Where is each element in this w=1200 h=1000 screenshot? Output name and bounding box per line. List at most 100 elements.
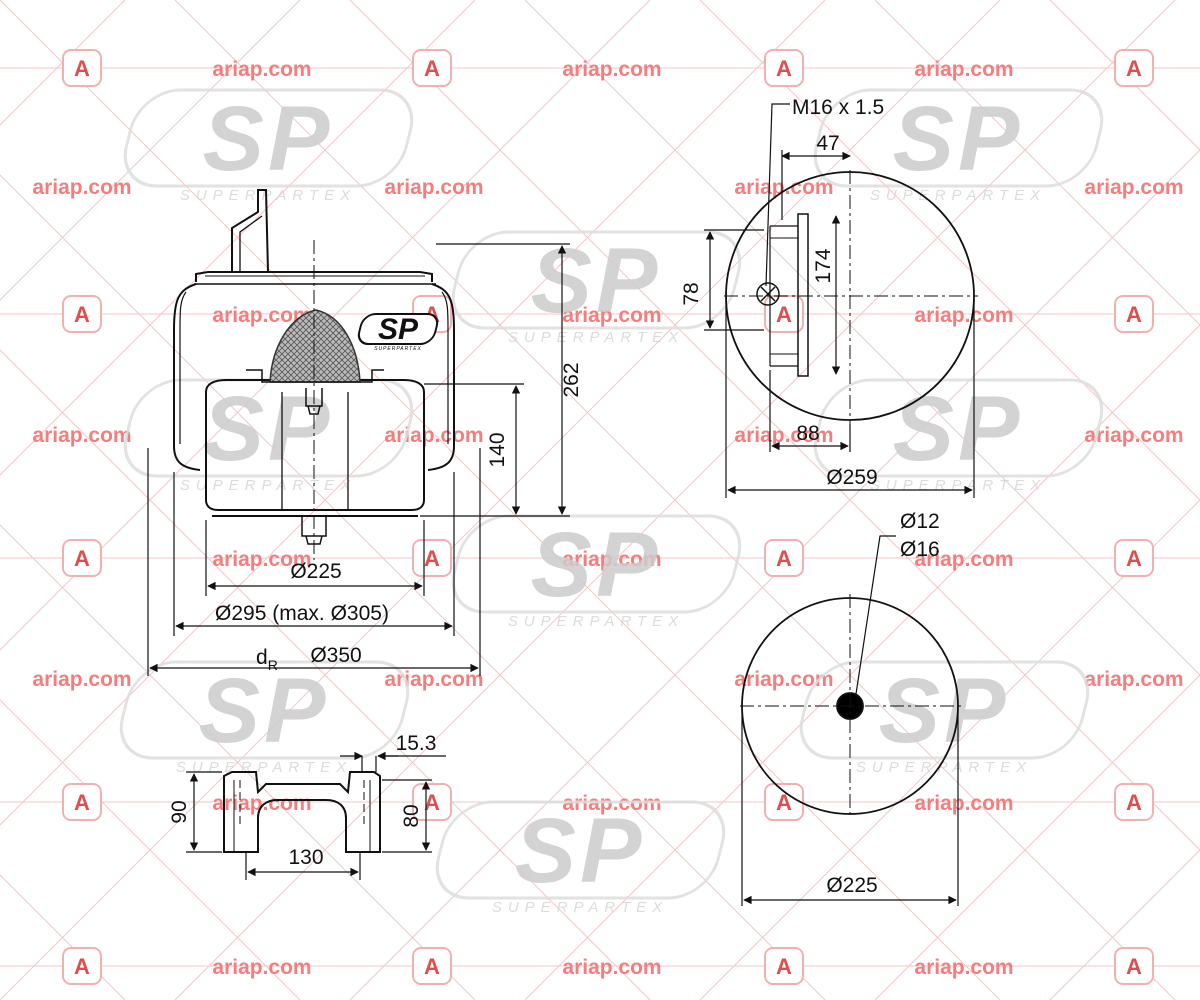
svg-text:A: A — [776, 954, 792, 979]
watermark-site-text: ariap.com — [212, 956, 311, 979]
dim-piston-diameter: Ø225 — [290, 560, 341, 583]
side-view-dimension-labels: 262 140 Ø225 Ø295 (max. Ø305) dR Ø350 — [215, 362, 583, 673]
ariap-badge-icon: A — [1114, 783, 1154, 821]
watermark-site-text: ariap.com — [734, 424, 833, 447]
ariap-badge-icon: A — [1114, 539, 1154, 577]
watermark-site-text: ariap.com — [562, 58, 661, 81]
watermark-site-text: ariap.com — [1084, 176, 1183, 199]
air-spring-side-view — [173, 189, 455, 560]
svg-text:SUPERPARTEX: SUPERPARTEX — [870, 187, 1046, 204]
watermark-site-text: ariap.com — [562, 548, 661, 571]
top-view — [724, 170, 978, 424]
svg-text:A: A — [1126, 954, 1142, 979]
watermark-site-text: ariap.com — [1084, 668, 1183, 691]
ariap-badge-icon: A — [412, 539, 452, 577]
svg-text:A: A — [776, 790, 792, 815]
svg-text:A: A — [74, 790, 90, 815]
svg-text:SP: SP — [203, 88, 334, 190]
ariap-badge-icon: A — [62, 783, 102, 821]
svg-text:SP: SP — [531, 514, 662, 616]
dim-259: Ø259 — [826, 466, 877, 489]
watermark-site-text: ariap.com — [914, 956, 1013, 979]
svg-text:SP: SP — [893, 378, 1024, 480]
svg-text:SP: SP — [203, 378, 334, 480]
ariap-badge-icon: A — [62, 49, 102, 87]
dim-140: 140 — [486, 432, 509, 467]
svg-text:SP: SP — [199, 660, 330, 762]
svg-text:SP: SP — [378, 313, 419, 346]
dim-80: 80 — [400, 804, 423, 827]
svg-text:A: A — [74, 546, 90, 571]
svg-text:A: A — [74, 954, 90, 979]
ariap-badge-icon: A — [412, 947, 452, 985]
svg-text:A: A — [424, 546, 440, 571]
dim-78: 78 — [680, 282, 703, 305]
watermark-site-text: ariap.com — [914, 792, 1013, 815]
svg-text:A: A — [1126, 790, 1142, 815]
watermark-site-text: ariap.com — [212, 58, 311, 81]
watermark-site-text: ariap.com — [32, 176, 131, 199]
svg-text:SUPERPARTEX: SUPERPARTEX — [856, 759, 1032, 776]
dim-16: Ø16 — [900, 538, 940, 561]
svg-text:A: A — [74, 56, 90, 81]
svg-text:SP: SP — [515, 800, 646, 902]
svg-text:SUPERPARTEX: SUPERPARTEX — [870, 477, 1046, 494]
ariap-badge-icon: A — [764, 295, 804, 333]
svg-text:A: A — [776, 546, 792, 571]
dim-90: 90 — [168, 800, 191, 823]
ariap-badge-icon: A — [764, 783, 804, 821]
top-view-dimension-lines — [704, 103, 975, 498]
svg-text:A: A — [424, 56, 440, 81]
watermark-site-text: ariap.com — [914, 58, 1013, 81]
watermark-site-text: ariap.com — [1084, 424, 1183, 447]
ariap-badge-icon: A — [1114, 295, 1154, 333]
svg-text:A: A — [776, 56, 792, 81]
dim-dr-letter: d — [256, 646, 268, 669]
svg-text:SUPERPARTEX: SUPERPARTEX — [508, 329, 684, 346]
dim-bellow-diameter: Ø295 (max. Ø305) — [215, 602, 389, 625]
ariap-badge-icon: A — [764, 947, 804, 985]
svg-text:A: A — [1126, 546, 1142, 571]
svg-text:A: A — [1126, 56, 1142, 81]
watermark-site-text: ariap.com — [32, 424, 131, 447]
dim-130: 130 — [288, 846, 323, 869]
bottom-view-dimension-labels: Ø12 Ø16 Ø225 — [826, 510, 939, 897]
watermark-site-text: ariap.com — [914, 304, 1013, 327]
bracket-detail-view — [223, 756, 381, 853]
dim-262: 262 — [560, 362, 583, 397]
ariap-badge-icon: A — [764, 49, 804, 87]
watermark-site-text: ariap.com — [212, 304, 311, 327]
svg-text:A: A — [776, 302, 792, 327]
watermark-site-text: ariap.com — [32, 668, 131, 691]
svg-text:SUPERPARTEX: SUPERPARTEX — [508, 613, 684, 630]
dim-12: Ø12 — [900, 510, 940, 533]
dim-15-3: 15.3 — [396, 732, 437, 755]
top-view-dimension-labels: M16 x 1.5 47 174 78 88 Ø259 — [680, 96, 884, 489]
watermark-site-text: ariap.com — [212, 792, 311, 815]
bottom-view — [740, 594, 962, 818]
side-view-dimension-lines — [147, 243, 570, 676]
svg-text:SUPERPARTEX: SUPERPARTEX — [176, 759, 352, 776]
ariap-badge-icon: A — [62, 295, 102, 333]
ariap-badge-icon: A — [764, 539, 804, 577]
svg-text:SUPERPARTEX: SUPERPARTEX — [180, 477, 356, 494]
dim-47: 47 — [816, 132, 839, 155]
watermark-site-text: ariap.com — [384, 176, 483, 199]
svg-text:SP: SP — [893, 88, 1024, 190]
watermark-site-text: ariap.com — [562, 956, 661, 979]
dim-350: Ø350 — [310, 644, 361, 667]
ariap-badge-icon: A — [62, 947, 102, 985]
watermark-site-text: ariap.com — [734, 668, 833, 691]
bracket-dimension-lines — [186, 751, 446, 880]
ariap-badge-icon: A — [1114, 49, 1154, 87]
svg-text:SUPERPARTEX: SUPERPARTEX — [180, 187, 356, 204]
dim-dr-label: dR — [256, 646, 278, 673]
watermark-site-text: ariap.com — [914, 548, 1013, 571]
bottom-view-dimension-lines — [741, 535, 959, 906]
